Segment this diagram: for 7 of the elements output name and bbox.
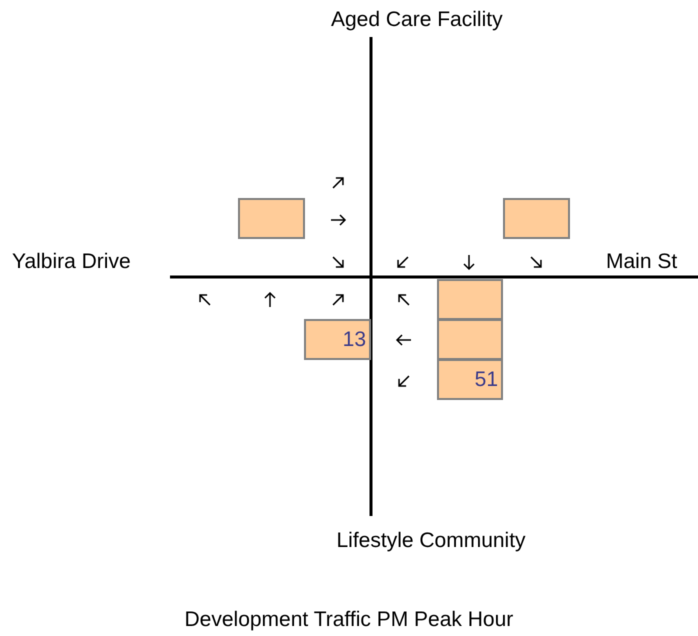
volume-value: 51	[474, 368, 498, 392]
volume-value: 13	[342, 328, 366, 352]
caption: Development Traffic PM Peak Hour	[184, 608, 514, 632]
approach-label: Aged Care Facility	[331, 8, 503, 32]
approach-label: Lifestyle Community	[336, 529, 526, 553]
street-label: Main St	[606, 250, 678, 274]
street-label: Yalbira Drive	[12, 250, 131, 274]
